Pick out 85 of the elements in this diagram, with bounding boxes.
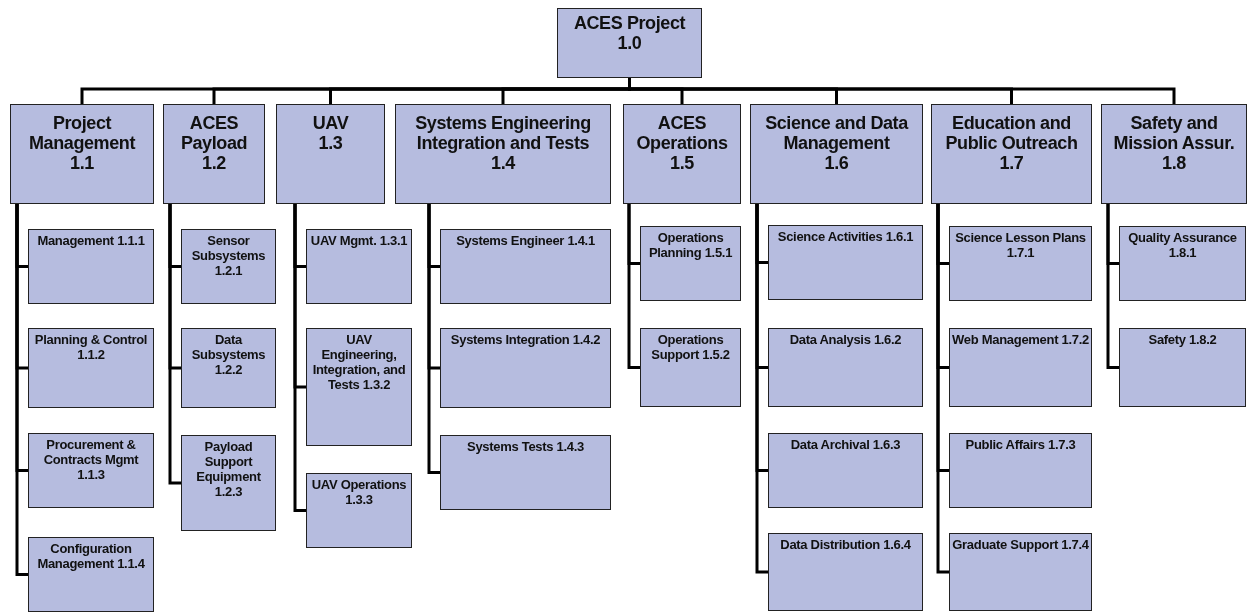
- box-title: Configuration Management 1.1.4: [36, 541, 146, 571]
- task-box: [440, 328, 611, 408]
- wbs-number: 1.7: [998, 153, 1025, 173]
- box-title: Science Lesson Plans 1.7.1: [954, 230, 1087, 260]
- work-package-box: [395, 104, 611, 204]
- box-title: UAV Mgmt. 1.3.1: [309, 233, 409, 248]
- task-box: [640, 328, 741, 407]
- box-title: Education and Public Outreach: [944, 113, 1079, 153]
- task-box: [28, 328, 154, 408]
- task-box: [440, 435, 611, 510]
- box-title: ACES Operations: [635, 113, 729, 153]
- task-box: [181, 435, 276, 531]
- task-box: [949, 533, 1092, 611]
- box-title: Science and Data Management: [764, 113, 910, 153]
- wbs-number: 1.6: [823, 153, 850, 173]
- box-title: Quality Assurance 1.8.1: [1127, 230, 1238, 260]
- box-title: UAV Engineering, Integration, and Tests 1.3.2: [311, 332, 407, 392]
- work-package-box: [1101, 104, 1247, 204]
- connector-line: [755, 202, 770, 574]
- work-package-box: [557, 8, 702, 78]
- task-box: [306, 328, 412, 446]
- box-title: Procurement & Contracts Mgmt 1.1.3: [42, 437, 140, 482]
- wbs-number: 1.3: [317, 133, 344, 153]
- work-package-box: [276, 104, 385, 204]
- box-title: Systems Engineer 1.4.1: [455, 233, 596, 248]
- task-box: [306, 229, 412, 304]
- box-title: Systems Engineering Integration and Tests: [414, 113, 592, 153]
- box-title: Public Affairs 1.7.3: [964, 437, 1077, 452]
- connector-line: [168, 202, 183, 485]
- wbs-number: 1.5: [669, 153, 695, 173]
- box-title: Project Management: [28, 113, 137, 153]
- task-box: [949, 433, 1092, 508]
- connector-line: [1106, 202, 1121, 369]
- connector-line: [293, 202, 308, 512]
- task-box: [768, 225, 923, 300]
- box-title: ACES Project: [572, 13, 687, 33]
- box-title: Operations Planning 1.5.1: [647, 230, 734, 260]
- box-title: Systems Integration 1.4.2: [449, 332, 602, 347]
- connector-line: [627, 202, 642, 369]
- wbs-number: 1.4: [490, 153, 517, 173]
- box-title: Operations Support 1.5.2: [650, 332, 731, 362]
- task-box: [949, 328, 1092, 407]
- box-title: Payload Support Equipment 1.2.3: [195, 439, 262, 499]
- work-package-box: [163, 104, 265, 204]
- box-title: Data Distribution 1.6.4: [779, 537, 912, 552]
- box-title: Data Subsystems 1.2.2: [190, 332, 267, 377]
- work-package-box: [750, 104, 923, 204]
- wbs-number: 1.2: [201, 153, 227, 173]
- task-box: [1119, 226, 1246, 301]
- box-title: Planning & Control 1.1.2: [33, 332, 149, 362]
- work-package-box: [623, 104, 741, 204]
- work-package-box: [931, 104, 1092, 204]
- box-title: UAV: [311, 113, 350, 133]
- task-box: [28, 433, 154, 508]
- box-title: Safety and Mission Assur.: [1112, 113, 1236, 153]
- task-box: [306, 473, 412, 548]
- work-package-box: [10, 104, 154, 204]
- task-box: [181, 229, 276, 304]
- task-box: [28, 229, 154, 304]
- task-box: [1119, 328, 1246, 407]
- task-box: [768, 328, 923, 407]
- box-title: Sensor Subsystems 1.2.1: [190, 233, 267, 278]
- connector-line: [936, 202, 951, 574]
- box-title: Web Management 1.7.2: [952, 332, 1089, 347]
- box-title: Safety 1.8.2: [1147, 332, 1218, 347]
- task-box: [949, 226, 1092, 301]
- wbs-number: 1.0: [616, 33, 643, 53]
- box-title: UAV Operations 1.3.3: [310, 477, 408, 507]
- box-title: Data Analysis 1.6.2: [788, 332, 903, 347]
- task-box: [440, 229, 611, 304]
- box-title: ACES Payload: [179, 113, 249, 153]
- box-title: Science Activities 1.6.1: [776, 229, 915, 244]
- task-box: [768, 433, 923, 508]
- task-box: [28, 537, 154, 612]
- box-title: Systems Tests 1.4.3: [466, 439, 585, 454]
- wbs-number: 1.1: [69, 153, 95, 173]
- task-box: [640, 226, 741, 301]
- task-box: [768, 533, 923, 611]
- connector-line: [427, 202, 442, 474]
- wbs-number: 1.8: [1161, 153, 1187, 173]
- connector-line: [15, 202, 30, 576]
- task-box: [181, 328, 276, 408]
- box-title: Graduate Support 1.7.4: [952, 537, 1089, 552]
- box-title: Data Archival 1.6.3: [789, 437, 902, 452]
- box-title: Management 1.1.1: [36, 233, 146, 248]
